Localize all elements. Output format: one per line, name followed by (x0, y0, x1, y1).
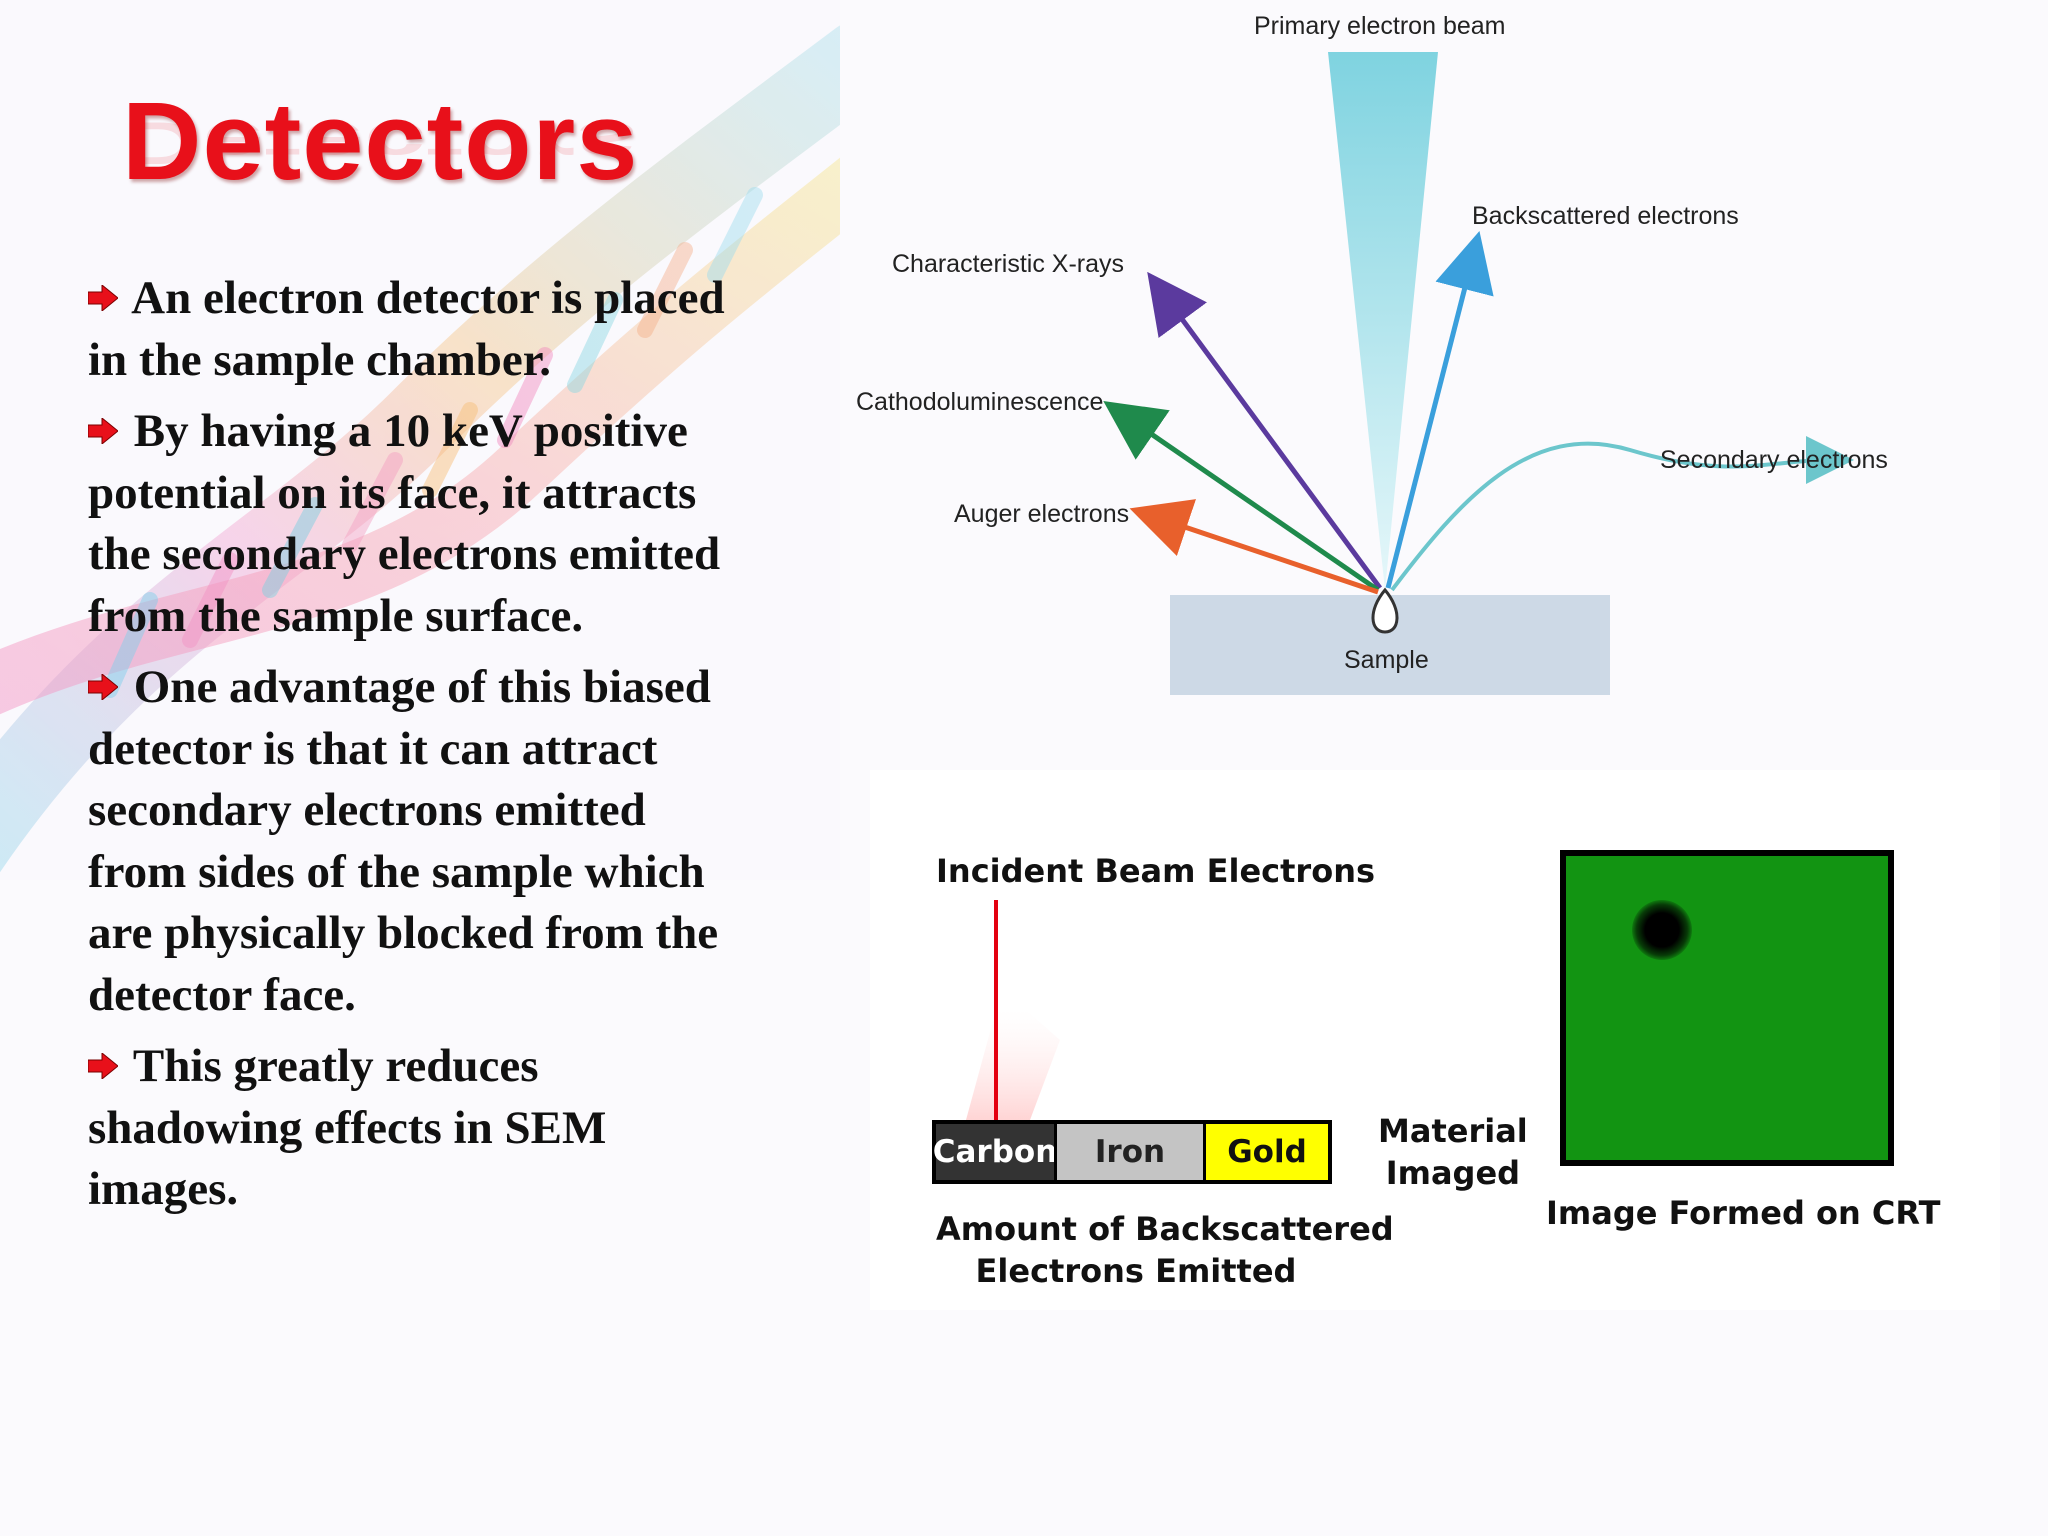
material-strip: Carbon Iron Gold (932, 1120, 1332, 1184)
bullet-list: An electron detector is placed in the sa… (88, 268, 728, 1231)
bullet-text: An electron detector is placed in the sa… (88, 272, 725, 386)
electron-interaction-diagram: Primary electron beam Backscattered elec… (840, 0, 2020, 710)
auger-label: Auger electrons (954, 500, 1130, 528)
crt-caption: Image Formed on CRT (1546, 1194, 1941, 1232)
material-imaged-caption: Material Imaged (1378, 1110, 1528, 1194)
xrays-label: Characteristic X-rays (892, 250, 1124, 278)
material-iron: Iron (1054, 1124, 1203, 1180)
amount-caption-line2: Electrons Emitted (975, 1252, 1297, 1290)
secondary-arrow-curve (1390, 436, 1854, 592)
slide-title-reflection: Detectors (122, 109, 639, 177)
amount-caption-line1: Amount of Backscattered (936, 1210, 1394, 1248)
red-arrow-icon (88, 418, 118, 445)
backscattered-label: Backscattered electrons (1472, 202, 1739, 230)
backscatter-arrow (1385, 230, 1494, 589)
material-gold: Gold (1203, 1124, 1328, 1180)
bullet-text: By having a 10 keV positive potential on… (88, 405, 721, 642)
bullet-item: One advantage of this biased detector is… (88, 657, 728, 1026)
bullet-text: This greatly reduces shadowing effects i… (88, 1040, 607, 1215)
primary-beam-cone (1328, 52, 1438, 590)
secondary-label: Secondary electrons (1660, 446, 1888, 474)
amount-caption: Amount of Backscattered Electrons Emitte… (936, 1208, 1394, 1292)
xray-arrow (1147, 271, 1383, 590)
slide-title: Detectors (122, 80, 639, 203)
red-arrow-icon (88, 674, 118, 701)
backscatter-crt-diagram: Incident Beam Electrons Carbon Iron Gold… (870, 770, 2000, 1310)
bullet-text: One advantage of this biased detector is… (88, 661, 719, 1021)
auger-arrow (1129, 499, 1379, 595)
incident-beam-graphic (966, 900, 1060, 1122)
incident-beam-label: Incident Beam Electrons (936, 852, 1376, 890)
crt-screen (1560, 850, 1894, 1166)
bullet-item: An electron detector is placed in the sa… (88, 268, 728, 391)
bullet-item: This greatly reduces shadowing effects i… (88, 1036, 728, 1221)
red-arrow-icon (88, 285, 118, 312)
sample-label: Sample (1344, 646, 1429, 674)
material-imaged-line1: Material (1378, 1112, 1528, 1150)
material-imaged-line2: Imaged (1385, 1154, 1521, 1192)
primary-beam-label: Primary electron beam (1254, 12, 1506, 40)
interaction-volume (1371, 587, 1399, 634)
material-carbon: Carbon (933, 1124, 1057, 1180)
cathodoluminescence-arrow (1103, 400, 1380, 593)
crt-dark-spot (1632, 900, 1692, 960)
dna-helix-background (0, 0, 840, 880)
bullet-item: By having a 10 keV positive potential on… (88, 401, 728, 647)
red-arrow-icon (88, 1053, 118, 1080)
interaction-diagram-graphic (1103, 52, 1854, 695)
cathodoluminescence-label: Cathodoluminescence (856, 388, 1104, 416)
